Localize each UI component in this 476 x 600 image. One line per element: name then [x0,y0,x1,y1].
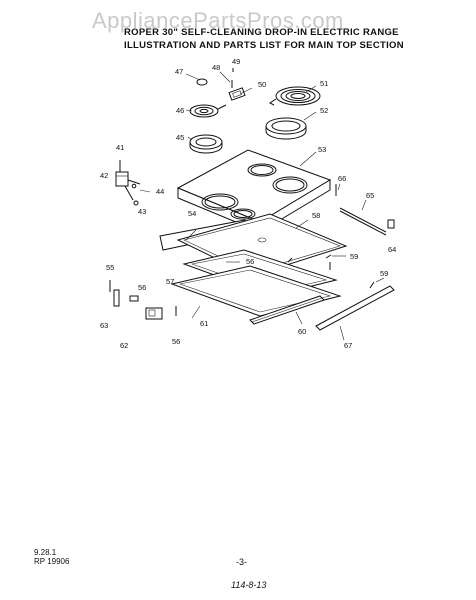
callout-56c: 56 [172,337,180,346]
callout-44: 44 [156,187,164,196]
callout-50: 50 [258,80,266,89]
hinge-rod [335,184,387,236]
callout-62: 62 [120,341,128,350]
diagram-title-line1: ROPER 30" SELF-CLEANING DROP-IN ELECTRIC… [124,27,399,38]
callout-41: 41 [116,143,124,152]
callout-59b: 59 [380,269,388,278]
page-number: -3- [236,557,247,567]
infinite-switch-assembly [115,160,141,206]
callout-56a: 56 [246,257,254,266]
callout-45: 45 [176,133,184,142]
side-trim-strip [315,285,395,331]
element-receptacle [196,68,246,101]
callout-49: 49 [232,57,240,66]
callout-67: 67 [344,341,352,350]
callout-46: 46 [176,106,184,115]
surface-element-small [189,104,227,118]
terminal-block-assembly [109,280,177,320]
watermark: AppliancePartsPros.com [92,8,344,33]
handwritten-note: 114-8-13 [231,580,267,590]
callout-48: 48 [212,63,220,72]
drip-pan-large [265,117,307,140]
callout-61: 61 [200,319,208,328]
screws-59 [325,254,375,289]
callout-47: 47 [175,67,183,76]
leader-lines [116,71,385,341]
callout-54: 54 [188,209,196,218]
drip-pan-small [189,134,223,154]
callout-55: 55 [106,263,114,272]
surface-element-large [269,86,321,106]
callout-59a: 59 [350,252,358,261]
diagram-title-line2: ILLUSTRATION AND PARTS LIST FOR MAIN TOP… [124,40,404,51]
callout-57: 57 [166,277,174,286]
callout-66: 66 [338,174,346,183]
footer-part-ref: RP 19906 [34,557,70,566]
callout-43: 43 [138,207,146,216]
callout-56b: 56 [138,283,146,292]
callout-53: 53 [318,145,326,154]
callout-51: 51 [320,79,328,88]
callout-63: 63 [100,321,108,330]
callout-labels: 49 48 47 50 51 46 52 45 53 41 42 44 43 5… [100,57,396,350]
callout-60: 60 [298,327,306,336]
callout-65: 65 [366,191,374,200]
callout-58: 58 [312,211,320,220]
trim-strip [249,295,325,325]
footer-code: 9.28.1 [34,548,57,557]
callout-42: 42 [100,171,108,180]
rod-clip [387,219,395,229]
callout-52: 52 [320,106,328,115]
callout-64: 64 [388,245,396,254]
